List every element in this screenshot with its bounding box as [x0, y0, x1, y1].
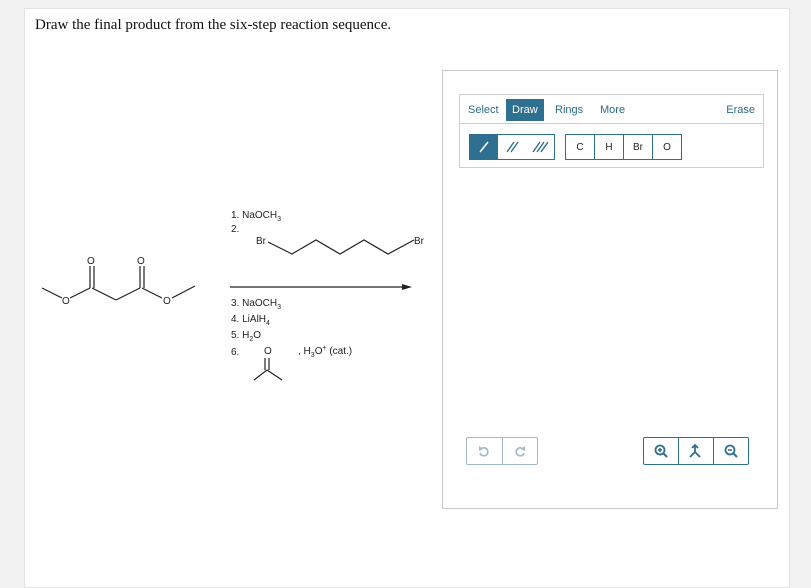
- single-bond-icon: [479, 141, 489, 153]
- tab-select[interactable]: Select: [468, 104, 499, 116]
- step-3-label: 3. NaOCH3: [231, 298, 281, 311]
- double-bond-icon: [506, 141, 519, 153]
- erase-button[interactable]: Erase: [726, 104, 755, 116]
- arrowhead: [402, 284, 412, 290]
- atom-tools: C H Br O: [565, 134, 682, 160]
- triple-bond-icon: [532, 141, 548, 153]
- double-bond-button[interactable]: [498, 135, 526, 159]
- zoom-controls: [643, 437, 749, 465]
- zoom-out-button[interactable]: [714, 438, 748, 464]
- ester-oxygen-4: O: [163, 296, 171, 307]
- history-controls: [466, 437, 538, 465]
- dimethyl-malonate-structure: [41, 266, 196, 301]
- dibromopentane-chain: [267, 239, 415, 255]
- toolbar-panel: Select Draw Rings More Erase C H Br O: [459, 94, 764, 168]
- step-4-label: 4. LiAlH4: [231, 314, 270, 327]
- question-text: Draw the final product from the six-step…: [35, 17, 392, 33]
- reset-zoom-button[interactable]: [679, 438, 714, 464]
- triple-bond-button[interactable]: [526, 135, 554, 159]
- redo-button[interactable]: [503, 438, 538, 464]
- step-5-label: 5. H2O: [231, 330, 261, 343]
- tab-more[interactable]: More: [600, 104, 626, 116]
- atom-o-button[interactable]: O: [663, 141, 671, 153]
- ester-oxygen-1: O: [62, 296, 70, 307]
- zoom-out-icon: [724, 444, 738, 458]
- step-2-label: 2.: [231, 224, 239, 235]
- dibromide-br-left: Br: [256, 236, 267, 247]
- drawing-editor: Select Draw Rings More Erase C H Br O: [442, 70, 778, 509]
- acid-catalyst-label: , H3O+ (cat.): [298, 345, 352, 359]
- dibromide-br-right: Br: [414, 236, 425, 247]
- drawing-canvas[interactable]: [459, 171, 764, 431]
- step-1-label: 1. NaOCH3: [231, 210, 281, 223]
- atom-c-button[interactable]: C: [566, 135, 595, 159]
- reaction-scheme: O O O O 1. NaOCH3 2. Br Br 3. NaOCH3 4. …: [41, 210, 425, 381]
- reset-zoom-icon: [689, 444, 701, 458]
- ester-oxygen-3: O: [137, 256, 145, 267]
- zoom-in-button[interactable]: [644, 438, 679, 464]
- tab-rings[interactable]: Rings: [555, 104, 584, 116]
- atom-h-button[interactable]: H: [595, 135, 624, 159]
- single-bond-button[interactable]: [470, 135, 498, 159]
- undo-button[interactable]: [467, 438, 503, 464]
- bond-tools: [469, 134, 555, 160]
- redo-icon: [515, 446, 525, 457]
- acetone-structure: [253, 358, 283, 381]
- step-6-label: 6.: [231, 347, 239, 358]
- toolbar-tabs: Select Draw Rings More Erase: [460, 95, 763, 124]
- ester-oxygen-2: O: [87, 256, 95, 267]
- acetone-oxygen: O: [264, 346, 272, 357]
- tab-draw[interactable]: Draw: [506, 99, 544, 121]
- zoom-in-icon: [654, 444, 668, 458]
- atom-br-button[interactable]: Br: [624, 135, 653, 159]
- undo-icon: [479, 446, 489, 457]
